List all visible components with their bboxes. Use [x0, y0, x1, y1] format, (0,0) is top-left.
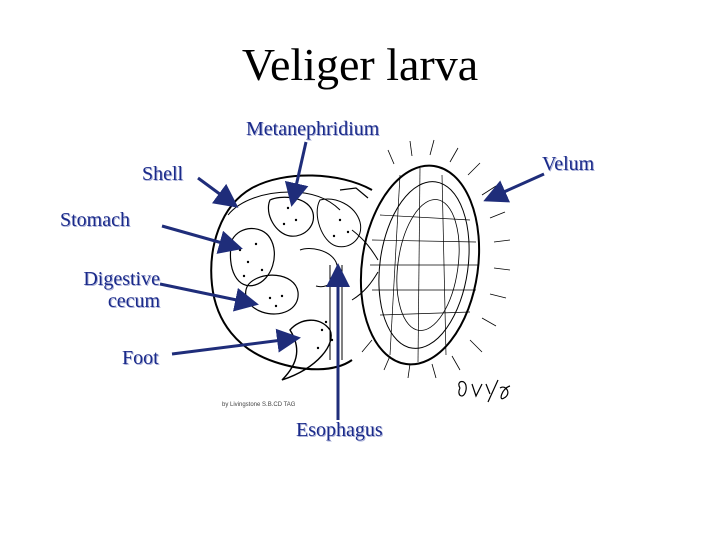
- label-foot: Foot: [122, 347, 159, 369]
- label-stomach: Stomach: [60, 209, 130, 231]
- arrow-foot: [171, 328, 301, 356]
- label-esophagus: Esophagus: [296, 419, 383, 441]
- arrow-stomach: [161, 224, 243, 254]
- illustration-credit: by Livingstone S.B.CD TAG: [222, 402, 296, 408]
- label-digestive-line2: cecum: [107, 290, 160, 312]
- velum-disc: [359, 164, 481, 366]
- label-velum: Velum: [542, 153, 595, 175]
- shell-outline: [210, 174, 373, 371]
- arrow-velum: [483, 172, 545, 203]
- stomach-shape: [229, 227, 275, 287]
- label-shell: Shell: [142, 163, 184, 185]
- arrow-metanephridium: [284, 141, 309, 207]
- artist-signature: [458, 379, 511, 403]
- arrow-shell: [197, 176, 239, 208]
- digestive-cecum-shape: [245, 274, 299, 315]
- label-metanephridium: Metanephridium: [246, 118, 380, 140]
- slide-title: Veliger larva: [241, 39, 479, 90]
- arrow-digestive-cecum: [159, 282, 259, 312]
- label-digestive-line1: Digestive: [83, 268, 160, 290]
- foot-shape: [281, 319, 332, 381]
- label-digestive-cecum: Digestive cecum: [68, 268, 160, 312]
